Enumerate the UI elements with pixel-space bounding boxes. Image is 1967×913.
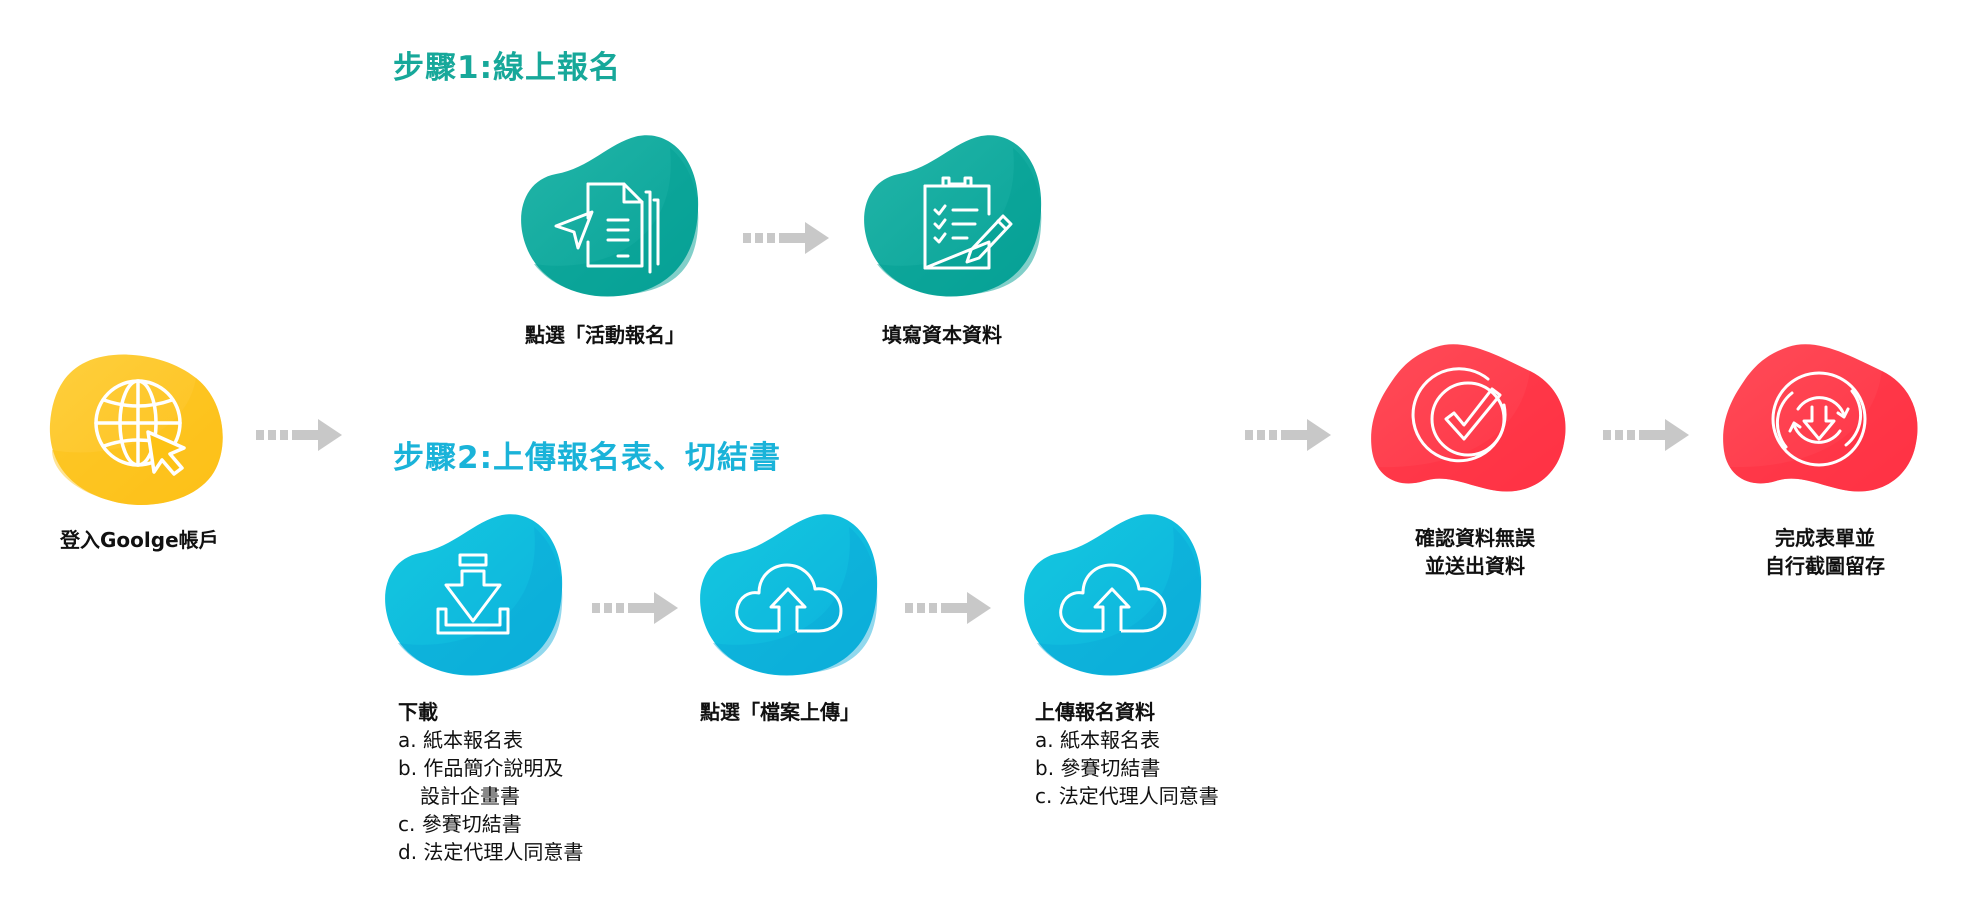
list-item: c. 參賽切結書 <box>398 812 522 836</box>
step2-node-upload-click <box>699 513 879 677</box>
flow-arrow <box>1245 419 1331 451</box>
step2-node-download-list: 下載 a. 紙本報名表 b. 作品簡介說明及 設計企畫書 c. 參賽切結書 d.… <box>398 698 583 866</box>
check-circle-icon <box>1411 367 1507 463</box>
list-item: 設計企畫書 <box>420 784 520 808</box>
cyan-blob <box>700 514 878 676</box>
document-send-icon <box>554 182 660 274</box>
flow-arrow <box>592 592 678 624</box>
cyan-blob <box>385 514 563 676</box>
finish-node-confirm-label: 確認資料無誤 並送出資料 <box>1395 524 1555 580</box>
step2-node-download <box>384 513 564 677</box>
step1-node-register-label: 點選「活動報名」 <box>525 323 685 347</box>
step2-title: 步驟2:上傳報名表、切結書 <box>393 440 781 476</box>
label-line: 確認資料無誤 <box>1415 526 1535 550</box>
flow-arrow <box>1603 419 1689 451</box>
list-item: c. 法定代理人同意書 <box>1035 784 1219 808</box>
flow-arrow <box>905 592 991 624</box>
list-item: d. 法定代理人同意書 <box>398 840 584 864</box>
list-heading: 上傳報名資料 <box>1035 700 1155 724</box>
list-item: b. 參賽切結書 <box>1035 756 1161 780</box>
list-item: a. 紙本報名表 <box>1035 728 1160 752</box>
step1-node-fill-form-label: 填寫資本資料 <box>882 323 1002 347</box>
refresh-download-icon <box>1771 371 1867 467</box>
label-line: 完成表單並 <box>1775 526 1875 550</box>
cloud-upload-icon <box>1059 563 1167 633</box>
list-heading: 下載 <box>398 700 438 724</box>
finish-node-save-label: 完成表單並 自行截圖留存 <box>1745 524 1905 580</box>
finish-node-confirm <box>1370 343 1568 495</box>
download-icon <box>436 553 510 635</box>
step1-node-register <box>520 134 700 298</box>
step2-node-upload-data <box>1023 513 1203 677</box>
flow-arrow <box>256 419 342 451</box>
clipboard-edit-icon <box>923 176 1013 270</box>
step2-node-upload-click-label: 點選「檔案上傳」 <box>700 700 860 724</box>
step2-node-upload-data-list: 上傳報名資料 a. 紙本報名表 b. 參賽切結書 c. 法定代理人同意書 <box>1035 698 1219 810</box>
list-item: a. 紙本報名表 <box>398 728 523 752</box>
flow-arrow <box>743 222 829 254</box>
step1-node-fill-form <box>863 134 1043 298</box>
start-label: 登入Goolge帳戶 <box>60 528 219 552</box>
start-node <box>46 350 228 508</box>
list-item: b. 作品簡介說明及 <box>398 756 564 780</box>
cloud-upload-icon <box>735 563 843 633</box>
label-line: 自行截圖留存 <box>1765 554 1885 578</box>
cyan-blob <box>1024 514 1202 676</box>
finish-node-save <box>1722 343 1920 495</box>
globe-cursor-icon <box>94 379 186 476</box>
label-line: 並送出資料 <box>1425 554 1525 578</box>
step1-title: 步驟1:線上報名 <box>393 50 621 86</box>
